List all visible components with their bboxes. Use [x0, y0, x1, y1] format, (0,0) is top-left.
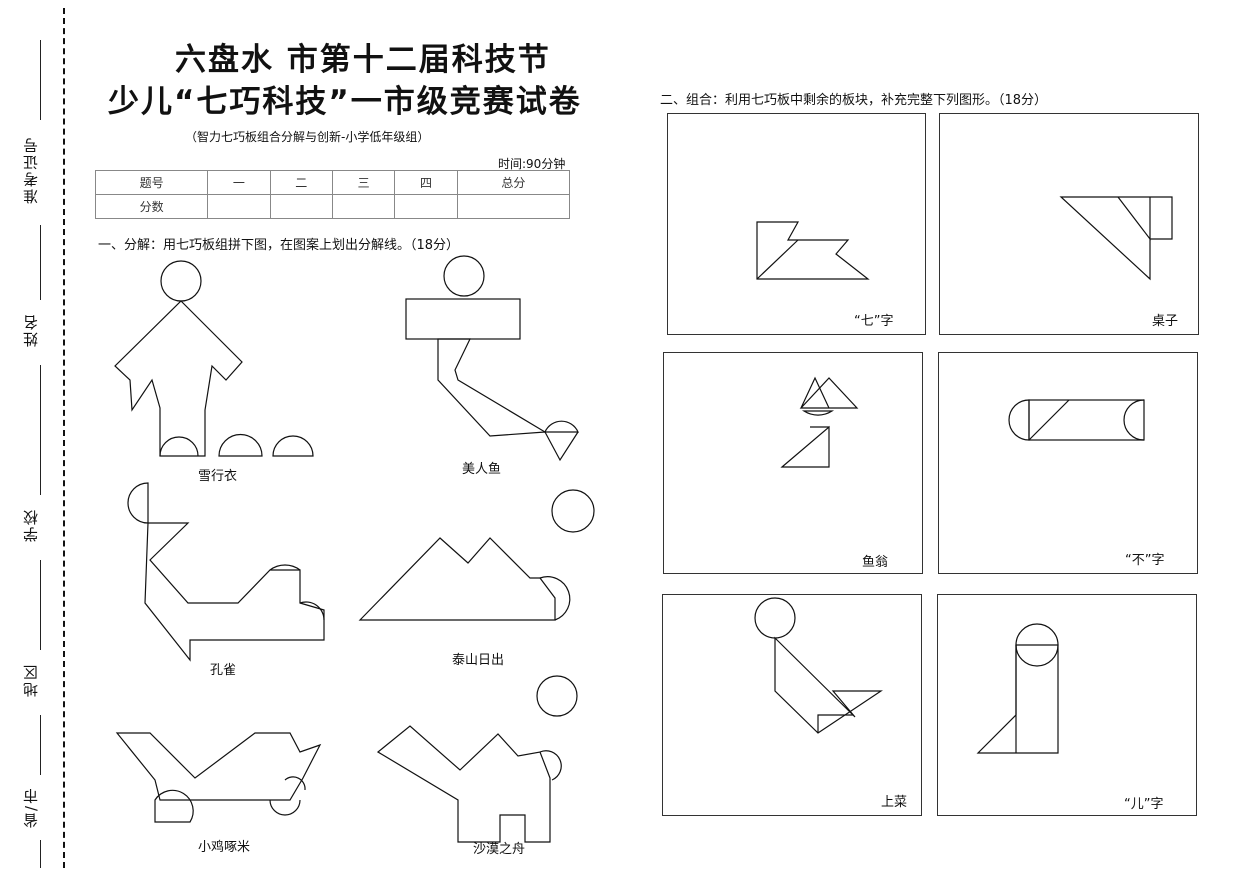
box-caption: 桌子 — [1152, 314, 1179, 329]
section2-heading: 二、组合：利用七巧板中剩余的板块，补充完整下列图形。（18分） — [660, 93, 1048, 108]
score-input-cell[interactable] — [207, 194, 271, 219]
district-write-line[interactable] — [40, 560, 41, 650]
figure-caption: 孔雀 — [210, 663, 237, 678]
section1-heading: 一、分解：用七巧板组拼下图，在图案上划出分解线。（18分） — [98, 238, 460, 253]
score-input-cell[interactable] — [269, 194, 333, 219]
exam-id-write-line[interactable] — [40, 40, 41, 120]
answer-box-bu[interactable]: “不”字 — [938, 352, 1198, 574]
figure-tai-shan-ri-chu[interactable] — [358, 489, 595, 621]
score-table: 题号 一 二 三 四 总分 分数 — [94, 170, 571, 219]
box-caption: 上菜 — [881, 795, 908, 810]
province-write-line-end[interactable] — [40, 840, 41, 868]
box-caption: “儿”字 — [1124, 797, 1164, 812]
figure-xue-xing-yi[interactable] — [114, 260, 314, 457]
box-caption: “不”字 — [1125, 553, 1165, 568]
figure-shang-cai — [754, 597, 883, 734]
figure-kong-que[interactable] — [127, 482, 325, 662]
name-write-line[interactable] — [40, 225, 41, 300]
box-caption: “七”字 — [854, 314, 894, 329]
score-input-cell[interactable] — [331, 194, 396, 219]
figure-bu — [1008, 399, 1145, 441]
page-title-line1: 六盘水 市第十二届科技节 — [175, 42, 551, 78]
table-cell: 总分 — [456, 170, 571, 195]
figure-er — [976, 623, 1059, 754]
answer-box-qi[interactable]: “七”字 — [667, 113, 926, 335]
answer-box-shang-cai[interactable]: 上菜 — [662, 594, 922, 816]
score-input-cell[interactable] — [456, 194, 571, 219]
figure-mei-ren-yu[interactable] — [405, 255, 579, 462]
province-write-line[interactable] — [40, 715, 41, 775]
figure-caption: 沙漠之舟 — [473, 842, 526, 857]
answer-box-er[interactable]: “儿”字 — [937, 594, 1197, 816]
answer-box-yu-weng[interactable]: 鱼翁 — [663, 352, 923, 574]
school-write-line[interactable] — [40, 365, 41, 495]
page-subtitle: （智力七巧板组合分解与创新-小学低年级组） — [185, 130, 430, 144]
figure-sha-mo-zhi-zhou[interactable] — [376, 675, 578, 843]
score-input-cell[interactable] — [394, 194, 458, 219]
figure-caption: 美人鱼 — [462, 462, 502, 477]
figure-caption: 雪行衣 — [198, 469, 238, 484]
page-title-line2: 少儿“七巧科技”一市级竞赛试卷 — [108, 84, 582, 120]
figure-xiao-ji-zhuo-mi[interactable] — [115, 732, 322, 823]
answer-box-zhuo-zi[interactable]: 桌子 — [939, 113, 1199, 335]
box-caption: 鱼翁 — [862, 555, 889, 570]
figure-caption: 泰山日出 — [452, 653, 505, 668]
figure-caption: 小鸡啄米 — [198, 840, 251, 855]
time-label: 时间:90分钟 — [498, 157, 566, 171]
figure-zhuo-zi — [1059, 196, 1173, 281]
table-cell: 分数 — [94, 194, 209, 219]
figure-yu-weng — [780, 376, 859, 468]
table-row: 分数 — [94, 194, 571, 219]
figure-qi — [756, 221, 870, 280]
binding-dashed-line — [63, 8, 65, 868]
